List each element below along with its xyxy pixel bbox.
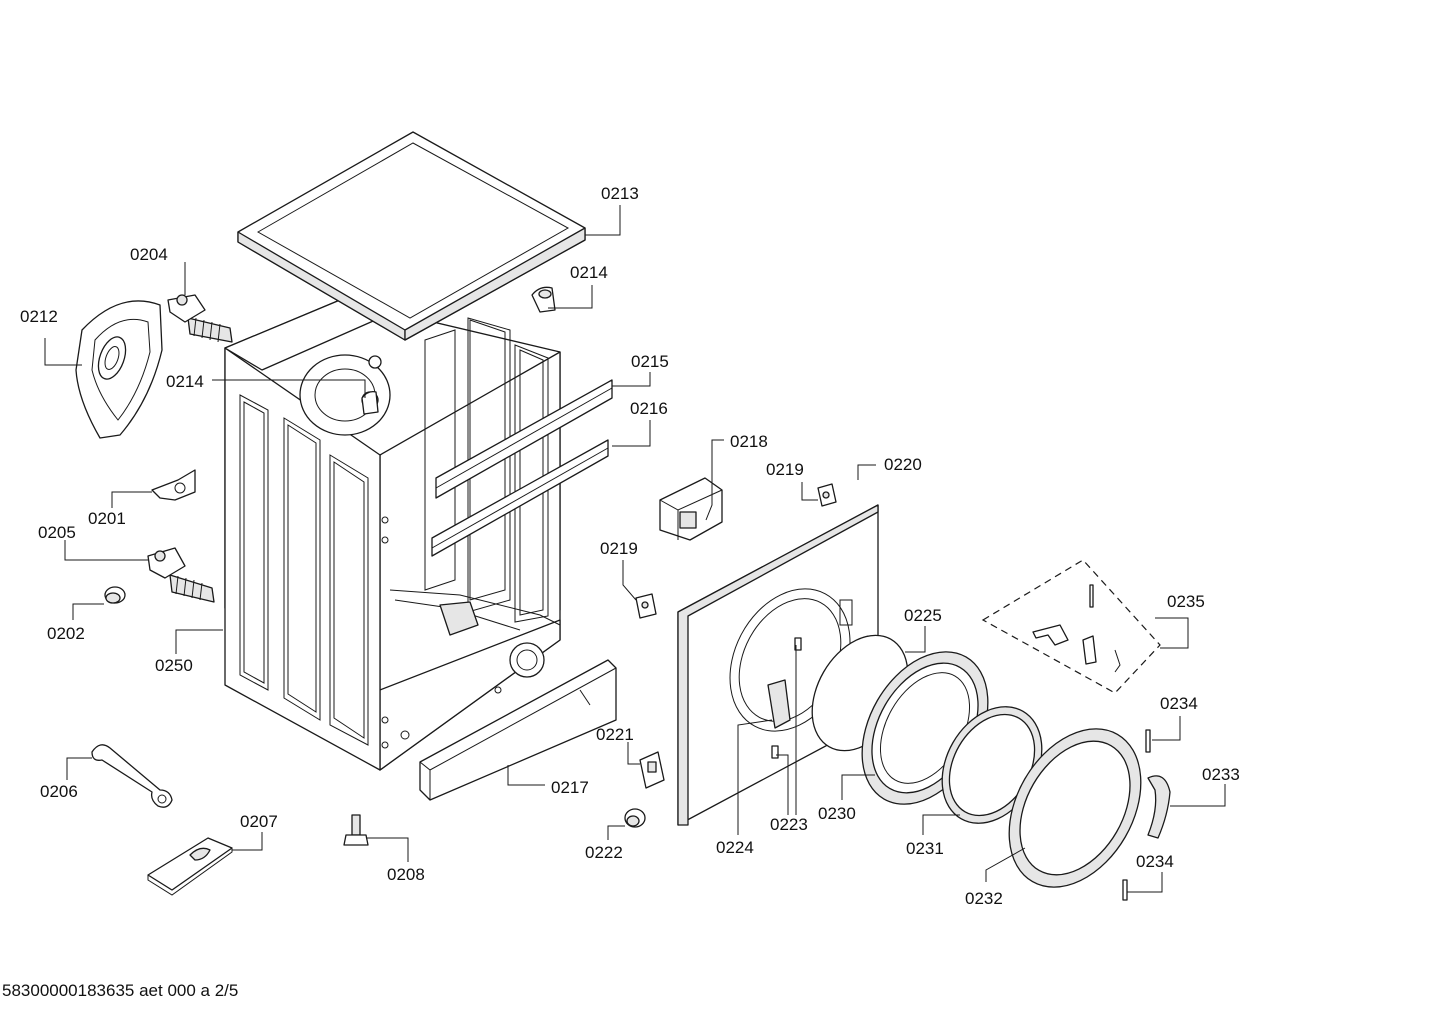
clip-0219-upper: [817, 483, 837, 507]
cap-0222: [624, 808, 646, 828]
label-0230: 0230: [818, 804, 856, 823]
clip-0201: [151, 469, 196, 501]
kit-0235: [981, 559, 1161, 694]
label-0233: 0233: [1202, 765, 1240, 784]
shock-absorber-upper: [167, 294, 233, 343]
foot-cap-0202: [104, 586, 126, 604]
label-0219-upper: 0219: [766, 460, 804, 479]
label-0235: 0235: [1167, 592, 1205, 611]
label-0215: 0215: [631, 352, 669, 371]
clip-0221: [639, 751, 665, 789]
label-0232: 0232: [965, 889, 1003, 908]
label-0234-upper: 0234: [1160, 694, 1198, 713]
foot-screw-0208: [343, 814, 369, 846]
wrench-0206: [91, 744, 173, 808]
door-outer-ring-0232: [1008, 728, 1142, 888]
label-0223: 0223: [770, 815, 808, 834]
door-lock-0218: [659, 477, 723, 541]
label-0221: 0221: [596, 725, 634, 744]
label-0201: 0201: [88, 509, 126, 528]
door-handle-0233: [1147, 775, 1171, 839]
label-0231: 0231: [906, 839, 944, 858]
document-code: 58300000183635 aet 000 a 2/5: [2, 981, 239, 1000]
label-0222: 0222: [585, 843, 623, 862]
label-0205: 0205: [38, 523, 76, 542]
label-0224: 0224: [716, 838, 754, 857]
label-0219-lower: 0219: [600, 539, 638, 558]
clip-0214-right: [531, 286, 556, 313]
rear-cover: [75, 300, 163, 439]
plinth-panel: [419, 659, 617, 801]
label-0212: 0212: [20, 307, 58, 326]
label-0213: 0213: [601, 184, 639, 203]
pin-0234-upper: [1145, 729, 1151, 753]
label-0207: 0207: [240, 812, 278, 831]
clip-0219-lower: [635, 593, 657, 619]
clip-0214-left: [361, 390, 379, 415]
label-0220: 0220: [884, 455, 922, 474]
label-0216: 0216: [630, 399, 668, 418]
cabinet-housing: [224, 299, 561, 771]
label-0217: 0217: [551, 778, 589, 797]
cross-braces: [431, 379, 613, 557]
label-0250: 0250: [155, 656, 193, 675]
shock-absorber-lower: [147, 547, 215, 603]
label-0208: 0208: [387, 865, 425, 884]
label-0225: 0225: [904, 606, 942, 625]
label-0202: 0202: [47, 624, 85, 643]
pin-0234-lower: [1122, 879, 1128, 901]
callout-labels: 0213 0204 0214 0212 0215 0214 0216 0218 …: [20, 184, 1240, 908]
leader-lines: [44, 205, 1226, 893]
label-0234-lower: 0234: [1136, 852, 1174, 871]
label-0204: 0204: [130, 245, 168, 264]
worktop-lid: [237, 131, 586, 341]
label-0206: 0206: [40, 782, 78, 801]
label-0214-left: 0214: [166, 372, 204, 391]
transport-bracket-0207: [147, 837, 233, 896]
label-0218: 0218: [730, 432, 768, 451]
label-0214-right: 0214: [570, 263, 608, 282]
